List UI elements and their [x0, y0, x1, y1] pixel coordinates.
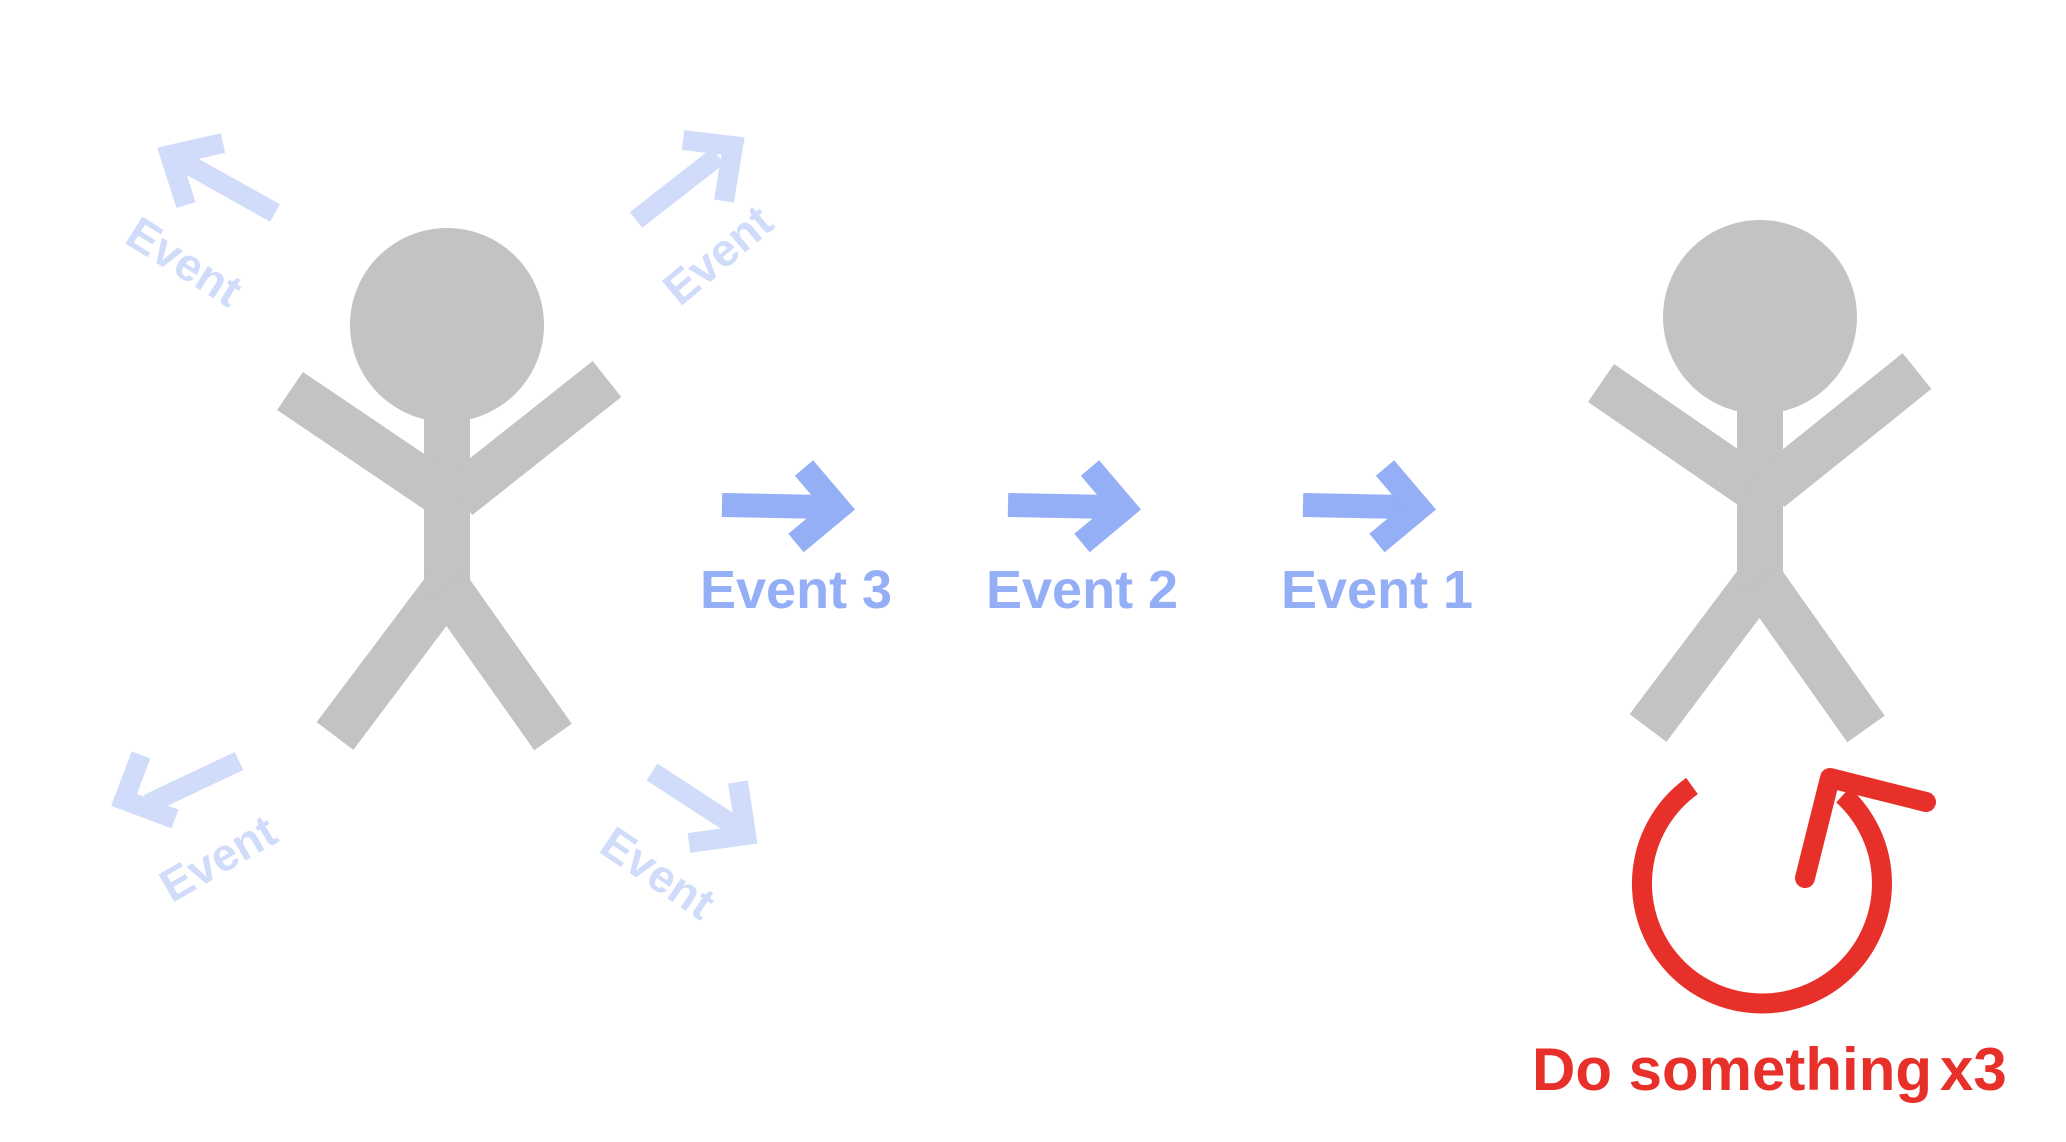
- scatter-arrow-top-right-icon: [629, 130, 745, 228]
- emitter-left-leg: [316, 573, 466, 750]
- scatter-label-top-right: Event: [653, 195, 782, 315]
- queue-arrow-1-icon: [721, 460, 855, 553]
- receiver-right-leg: [1741, 565, 1885, 743]
- scatter-arrow-top-left-icon: [157, 133, 280, 222]
- emitter-head: [350, 228, 544, 422]
- refresh-loop-icon: [1632, 768, 1936, 1014]
- action-label: Do something: [1532, 1036, 1932, 1103]
- queue-label-3: Event 1: [1281, 560, 1473, 620]
- receiver-figure: [1587, 220, 1932, 743]
- event-queue: Event 3 Event 2 Event 1: [700, 460, 1473, 620]
- emitter-figure: [277, 228, 622, 751]
- queue-arrow-3-icon: [1302, 460, 1436, 553]
- emitter-right-arm: [443, 360, 622, 516]
- receiver-right-arm: [1755, 353, 1932, 507]
- scattered-events: [111, 130, 758, 853]
- action-caption: Do something x3: [1532, 1036, 2007, 1103]
- queue-item-3: Event 1: [1281, 460, 1473, 620]
- scatter-arrow-bottom-right-icon: [646, 763, 758, 853]
- emitter-right-leg: [428, 573, 572, 751]
- receiver-head: [1663, 220, 1857, 414]
- queue-label-2: Event 2: [986, 560, 1178, 620]
- receiver-left-leg: [1629, 565, 1779, 742]
- queue-item-2: Event 2: [986, 460, 1178, 620]
- emitter-left-arm: [277, 371, 451, 511]
- queue-label-1: Event 3: [700, 560, 892, 620]
- repeat-count-label: x3: [1940, 1036, 2007, 1103]
- scatter-arrow-bottom-left-icon: [111, 751, 244, 829]
- queue-arrow-2-icon: [1007, 460, 1141, 553]
- scatter-label-top-left: Event: [118, 206, 252, 316]
- receiver-left-arm: [1587, 364, 1765, 505]
- queue-item-1: Event 3: [700, 460, 892, 620]
